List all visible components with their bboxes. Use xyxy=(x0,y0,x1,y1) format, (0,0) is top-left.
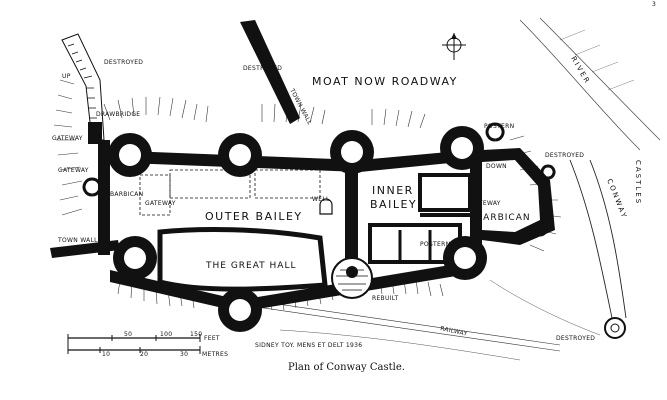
well-icon xyxy=(319,198,333,215)
label-destroyed-e: DESTROYED xyxy=(545,152,584,159)
label-town-wall-w: TOWN WALL xyxy=(57,237,98,244)
scale-metre-tick-1: 10 xyxy=(102,351,110,358)
tower-south-2 xyxy=(218,288,262,332)
north-arrow-icon xyxy=(442,33,466,60)
label-destroyed-se: DESTROYED xyxy=(556,335,595,342)
label-drawbridge: DRAWBRIDGE xyxy=(96,111,140,118)
tower-se xyxy=(443,236,487,280)
label-destroyed-nw: DESTROYED xyxy=(104,59,143,66)
scale-feet-tick-1: 50 xyxy=(124,331,132,338)
label-castles: CASTLES xyxy=(634,160,642,205)
label-well: WELL xyxy=(312,196,330,203)
tower-ne xyxy=(440,126,484,170)
outer-bailey-foundations xyxy=(139,169,321,216)
label-inner-2: BAILEY xyxy=(370,198,417,211)
label-gateway-4: GATEWAY xyxy=(470,200,501,207)
label-credit: SIDNEY TOY. MENS ET DELT 1936 xyxy=(255,342,362,349)
scale-metre-tick-3: 30 xyxy=(180,351,188,358)
label-river: RIVER xyxy=(569,55,591,86)
scale-feet-unit: FEET xyxy=(204,335,220,342)
label-gateway-3: GATEWAY xyxy=(145,200,176,207)
page-mark: 3 xyxy=(652,1,656,8)
label-postern-s: POSTERN xyxy=(420,241,450,248)
town-wall-north xyxy=(240,20,300,124)
scale-metre-tick-2: 20 xyxy=(140,351,148,358)
label-gateway-1: GATEWAY xyxy=(52,135,83,142)
label-up: UP xyxy=(62,73,71,80)
tower-sw xyxy=(113,236,157,280)
scale-bar: 50 100 150 FEET 10 20 30 METRES xyxy=(67,331,228,358)
terrain xyxy=(249,17,661,361)
label-postern-n: POSTERN xyxy=(484,123,514,130)
label-gateway-2: GATEWAY xyxy=(58,167,89,174)
label-barbican-e: BARBICAN xyxy=(476,213,531,223)
label-inner-1: INNER xyxy=(372,184,414,197)
label-conway: CONWAY xyxy=(605,178,628,221)
label-destroyed-n: DESTROYED xyxy=(243,65,282,72)
scale-feet-tick-2: 100 xyxy=(160,331,172,338)
tower-north-3 xyxy=(330,130,374,174)
figure-caption: Plan of Conway Castle. xyxy=(288,362,405,373)
entrance-ramp xyxy=(61,33,105,144)
label-outer-bailey: OUTER BAILEY xyxy=(205,210,303,223)
towers xyxy=(108,126,626,339)
great-hall xyxy=(157,227,328,292)
castle-curtain-wall xyxy=(82,122,556,312)
tower-road-end xyxy=(604,317,626,339)
label-rebuilt: REBUILT xyxy=(372,295,399,302)
label-great-hall: THE GREAT HALL xyxy=(205,261,297,271)
scale-feet-tick-3: 150 xyxy=(190,331,202,338)
tower-nw xyxy=(108,133,152,177)
scale-metre-unit: METRES xyxy=(202,351,228,358)
label-down: DOWN xyxy=(486,163,507,170)
tower-rebuilt xyxy=(331,257,373,299)
label-barbican-w: BARBICAN xyxy=(110,191,143,198)
tower-north-2 xyxy=(218,133,262,177)
label-moat: MOAT NOW ROADWAY xyxy=(312,75,458,88)
